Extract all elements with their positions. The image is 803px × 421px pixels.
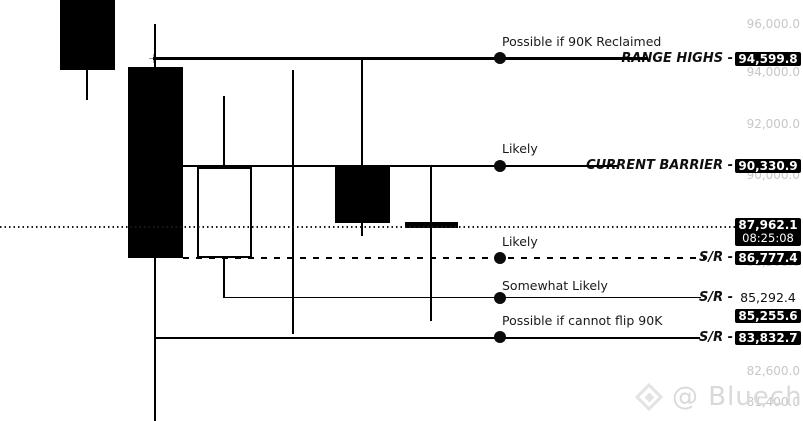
price-tick: 81,400.0 — [746, 395, 800, 409]
annotation-range-highs: Possible if 90K Reclaimed — [502, 34, 662, 49]
current-barrier-line[interactable] — [183, 165, 617, 167]
marker-dot[interactable] — [494, 160, 506, 172]
marker-dot[interactable] — [494, 52, 506, 64]
range-highs-price-badge: 94,599.8 — [735, 52, 801, 66]
sr-upper-price-badge: 86,777.4 — [735, 251, 801, 265]
price-tick: 92,000.0 — [746, 117, 800, 131]
last-price-badge: 87,962.1 08:25:08 — [735, 218, 801, 246]
sr-upper-line[interactable] — [183, 257, 705, 259]
marker-dot[interactable] — [494, 252, 506, 264]
price-tick: 94,000.0 — [746, 65, 800, 79]
bluechip-logo-icon — [632, 380, 666, 414]
sr-mid-label: S/R - — [698, 290, 733, 305]
annotation-current-barrier: Likely — [502, 141, 538, 156]
last-price-value: 87,962.1 — [738, 218, 798, 232]
sr-upper-label: S/R - — [698, 250, 733, 265]
annotation-sr-mid: Somewhat Likely — [502, 278, 608, 293]
price-tick: 82,600.0 — [746, 364, 800, 378]
price-tick: 96,000.0 — [746, 17, 800, 31]
sr-mid-line[interactable] — [225, 297, 701, 298]
range-highs-label: RANGE HIGHS - — [621, 51, 733, 66]
last-price-line — [0, 226, 735, 228]
marker-dot[interactable] — [494, 331, 506, 343]
annotation-sr-upper: Likely — [502, 234, 538, 249]
current-barrier-price-badge: 90,330.9 — [735, 159, 801, 173]
sr-lower-line[interactable] — [155, 337, 700, 339]
watermark: @ Bluechip — [632, 380, 803, 414]
annotation-sr-lower: Possible if cannot flip 90K — [502, 313, 663, 328]
range-highs-line[interactable] — [153, 57, 648, 60]
watermark-handle: @ Bluechip — [672, 382, 803, 412]
sr-lower-label: S/R - — [698, 330, 733, 345]
current-barrier-label: CURRENT BARRIER - — [586, 158, 733, 173]
bar-countdown: 08:25:08 — [742, 231, 794, 245]
floating-price-badge: 85,255.6 — [735, 309, 801, 323]
sr-lower-price-badge: 83,832.7 — [735, 331, 801, 345]
marker-dot[interactable] — [494, 292, 506, 304]
sr-mid-price-label: 85,292.4 — [740, 290, 796, 305]
